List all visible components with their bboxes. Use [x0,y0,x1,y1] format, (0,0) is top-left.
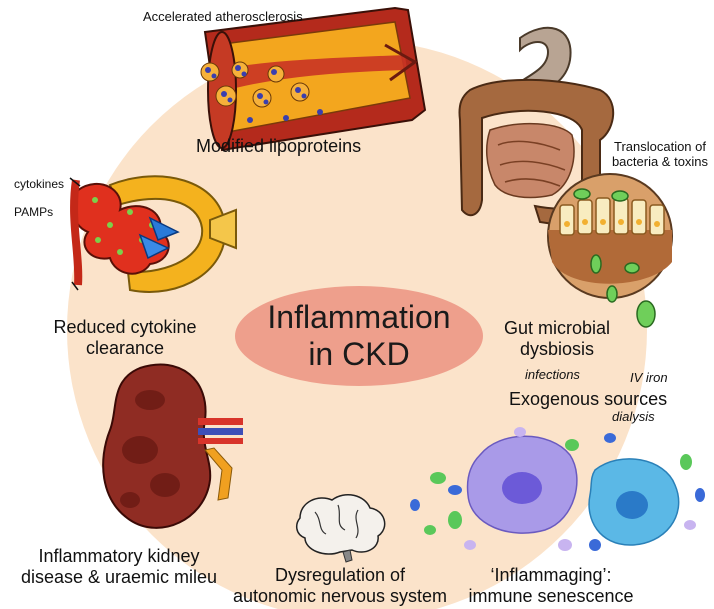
centre-title: Inflammation in CKD [236,287,482,385]
label-exogenous-sources: Exogenous sources [509,389,668,409]
label-cytokine-clearance-line-1: Reduced cytokine [53,317,197,337]
label-cytokine-clearance: Reduced cytokine clearance [40,317,210,358]
label-autonomic-line-1: Dysregulation of [274,565,406,585]
label-translocation-line-1: Translocation of [613,139,706,154]
label-translocation-line-2: bacteria & toxins [611,153,709,169]
glomerulus-icon [69,175,237,293]
label-atherosclerosis: Accelerated atherosclerosis [143,9,303,24]
label-inflammaging: ‘Inflammaging’: immune senescence [458,565,644,606]
label-dialysis: dialysis [612,409,655,424]
label-autonomic-line-2: autonomic nervous system [232,585,448,606]
label-translocation: Translocation of bacteria & toxins [605,139,714,170]
label-lipoproteins: Modified lipoproteins [196,136,362,156]
immune-cells-icon [410,427,705,551]
centre-ellipse [235,286,483,386]
brain-icon [295,493,386,563]
kidney-icon [102,363,243,529]
label-infections: infections [525,367,580,382]
gut-icon [458,26,615,230]
label-cytokines: cytokines [14,177,65,191]
label-kidney-disease-line-2: disease & uraemic mileu [20,566,218,587]
label-inflammaging-line-1: ‘Inflammaging’: [490,565,612,585]
label-inflammaging-line-2: immune senescence [468,585,634,606]
label-gut-dysbiosis: Gut microbial dysbiosis [490,318,624,359]
label-kidney-disease-line-1: Inflammatory kidney [38,546,200,566]
label-gut-dysbiosis-line-2: dysbiosis [519,338,595,359]
artery-icon [200,6,427,152]
bacteria-icon [547,173,673,328]
label-iv-iron: IV iron [630,370,668,385]
label-kidney-disease: Inflammatory kidney disease & uraemic mi… [8,546,230,587]
label-cytokine-clearance-line-2: clearance [85,337,165,358]
label-gut-dysbiosis-line-1: Gut microbial [503,318,611,338]
centre-title-line-2: in CKD [308,336,410,372]
label-pamps: PAMPs [14,205,54,219]
label-autonomic: Dysregulation of autonomic nervous syste… [225,565,455,606]
centre-title-line-1: Inflammation [267,299,451,336]
